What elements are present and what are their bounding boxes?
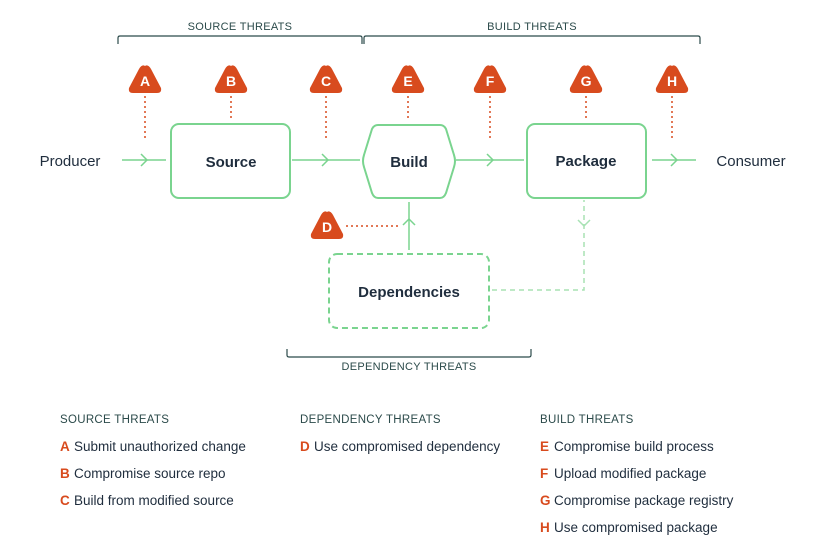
arrow-head: [321, 153, 330, 167]
threat-badge-d: D: [310, 211, 344, 239]
threat-badge-h: H: [655, 65, 689, 93]
threat-badge-e: E: [391, 65, 425, 93]
threat-lines: [144, 96, 673, 227]
package-box: [526, 123, 647, 199]
threat-badge-c: C: [309, 65, 343, 93]
svg-text:E: E: [403, 73, 412, 89]
dependencies-box: [328, 253, 490, 329]
arrow-head: [486, 153, 495, 167]
svg-text:A: A: [140, 73, 150, 89]
dependencies-label: Dependencies: [358, 284, 460, 301]
svg-text:H: H: [667, 73, 677, 89]
threat-badge-g: G: [569, 65, 603, 93]
consumer-label: Consumer: [716, 153, 785, 170]
svg-text:B: B: [226, 73, 236, 89]
build-threats-bracket: [363, 35, 701, 44]
source-box: [170, 123, 291, 199]
source-label: Source: [206, 154, 257, 171]
flow-lines: [122, 153, 696, 250]
source-threats-label: SOURCE THREATS: [188, 21, 293, 33]
arrow-head: [402, 217, 416, 226]
arrow-head: [140, 153, 149, 167]
svg-text:F: F: [486, 73, 495, 89]
dependency-threats-label: DEPENDENCY THREATS: [342, 361, 477, 373]
threat-badge-a: A: [128, 65, 162, 93]
legend-title: DEPENDENCY THREATS: [300, 414, 441, 426]
supply-chain-diagram: SOURCE THREATS BUILD THREATS DEPENDENCY …: [40, 21, 786, 373]
build-hexagon: [362, 124, 456, 199]
svg-text:G: G: [581, 73, 592, 89]
arrow-head: [577, 219, 591, 228]
producer-label: Producer: [40, 153, 101, 170]
svg-text:C: C: [321, 73, 331, 89]
svg-text:D: D: [322, 219, 332, 235]
legend-title: BUILD THREATS: [540, 414, 634, 426]
arrow-head: [670, 153, 679, 167]
build-label: Build: [390, 154, 428, 171]
threat-badge-b: B: [214, 65, 248, 93]
package-to-dependencies-dashed: [492, 200, 585, 291]
build-threats-label: BUILD THREATS: [487, 21, 577, 33]
legend-title: SOURCE THREATS: [60, 414, 170, 426]
dependency-threats-bracket: [286, 349, 532, 358]
threat-badge-f: F: [473, 65, 507, 93]
package-label: Package: [556, 153, 617, 170]
source-threats-bracket: [117, 35, 363, 44]
